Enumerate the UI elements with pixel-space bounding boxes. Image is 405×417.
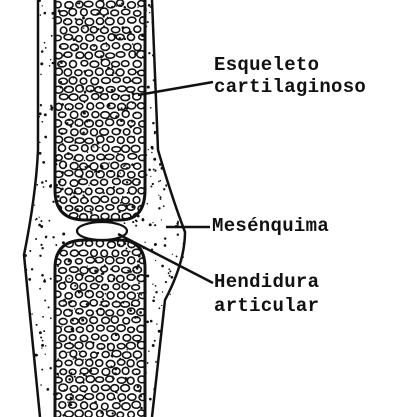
- articular-cleft: [77, 222, 127, 240]
- upper-cartilage: [53, 0, 147, 221]
- label-cleft-line1: Hendidura: [214, 272, 319, 292]
- limb-outline-right: [152, 0, 185, 417]
- leader-cleft: [118, 234, 213, 283]
- lower-cartilage: [53, 240, 146, 417]
- leader-skeleton: [138, 82, 213, 95]
- label-cleft-line2: articular: [214, 296, 319, 316]
- label-skeleton-line1: Esqueleto: [214, 55, 319, 75]
- label-skeleton-line2: cartilaginoso: [214, 77, 366, 97]
- label-mesenchyme: Mesénquima: [212, 216, 329, 236]
